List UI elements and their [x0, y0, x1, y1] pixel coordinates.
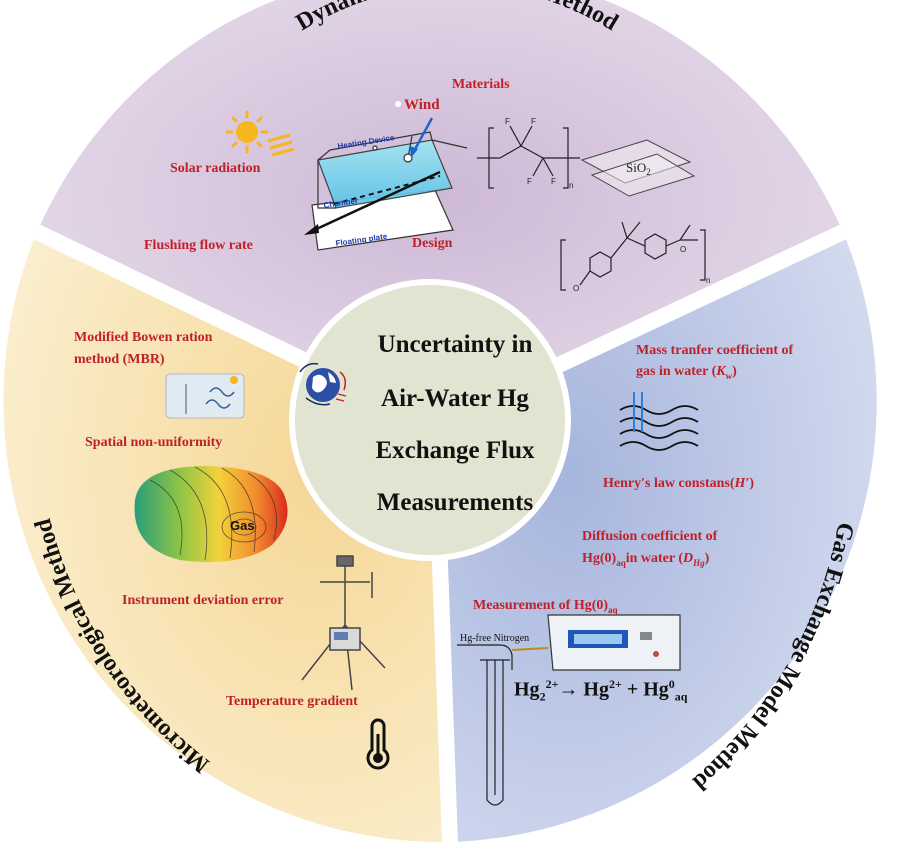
ptfe-f4: F	[551, 177, 556, 186]
measurement-hg0-label: Measurement of Hg(0)aq	[473, 598, 618, 615]
sio2-label: SiO2	[626, 160, 651, 177]
flushing-flow-rate-label: Flushing flow rate	[144, 238, 253, 253]
spatial-heatmap-icon	[134, 466, 288, 563]
diffusion-coefficient-label-2: Hg(0)aqin water (DHg)	[582, 551, 710, 568]
center-title-line-3: Exchange Flux	[375, 437, 535, 464]
pc-o1: O	[573, 284, 579, 293]
thermometer-icon	[366, 718, 390, 770]
wind-arrowhead	[410, 146, 418, 158]
sio2-glass-icon	[580, 139, 696, 197]
mbr-label: Modified Bowen ration	[74, 330, 213, 345]
center-title-line-2: Air-Water Hg	[381, 385, 529, 412]
flushing-arrow	[309, 170, 441, 234]
nitrogen-label: Hg-free Nitrogen	[460, 633, 529, 644]
airflow-dashes	[333, 175, 441, 205]
center-title-line-1: Uncertainty in	[377, 331, 533, 358]
hg-reduction-equation: Hg22+→ Hg2+ + Hg0aq	[514, 677, 688, 704]
mass-transfer-label-2: gas in water (Kw)	[636, 364, 737, 381]
flux-chamber-icon	[311, 131, 468, 251]
spatial-non-uniformity-label: Spatial non-uniformity	[85, 435, 223, 450]
mass-transfer-label: Mass tranfer coefficient of	[636, 343, 794, 358]
instrument-deviation-label: Instrument deviation error	[122, 593, 284, 608]
wind-label: Wind	[404, 97, 440, 113]
center-title-line-4: Measurements	[376, 489, 534, 516]
weather-station-icon	[301, 555, 386, 691]
wind-arrow	[411, 117, 434, 154]
globe-icon	[299, 362, 347, 406]
center-circle	[289, 279, 571, 561]
mbr-icon	[165, 373, 245, 419]
polycarbonate-structure-icon	[560, 221, 706, 291]
hg-analyzer-icon	[547, 614, 681, 671]
mbr-label-2: method (MBR)	[74, 352, 165, 367]
bubbler-icon	[457, 644, 549, 806]
wind-dot	[395, 101, 401, 107]
gas-transfer-icon	[633, 392, 643, 432]
pc-n: n	[706, 276, 710, 285]
sun-icon	[225, 110, 295, 157]
henry-law-label: Henry′s law constans(H′)	[603, 476, 754, 491]
temperature-gradient-label: Temperature gradient	[226, 694, 358, 709]
materials-label: Materials	[452, 77, 510, 92]
flushing-arrowhead	[304, 224, 319, 235]
ptfe-f1: F	[505, 117, 510, 126]
design-label: Design	[412, 236, 453, 251]
solar-radiation-label: Solar radiation	[170, 161, 261, 176]
ptfe-n: n	[569, 181, 573, 190]
ptfe-structure-icon	[477, 125, 580, 189]
pc-o2: O	[680, 245, 686, 254]
gas-label: Gas	[230, 518, 255, 533]
ptfe-f3: F	[527, 177, 532, 186]
diffusion-coefficient-label: Diffusion coefficient of	[582, 529, 718, 544]
ptfe-f2: F	[531, 117, 536, 126]
